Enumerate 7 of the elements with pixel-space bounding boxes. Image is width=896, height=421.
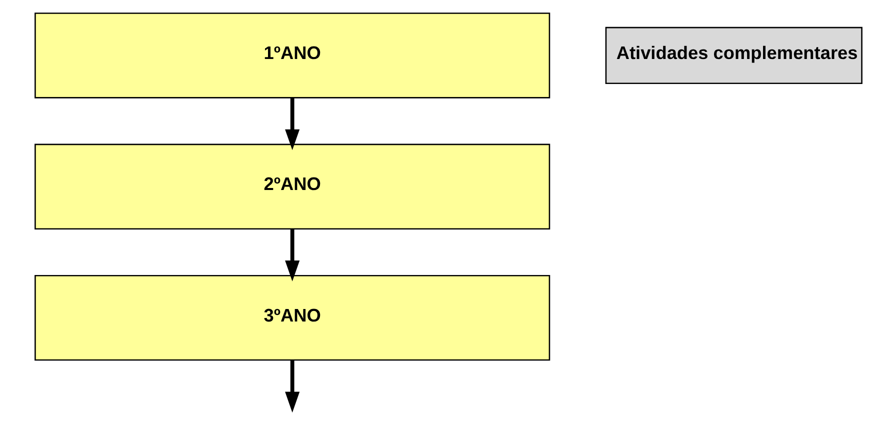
node-box: Atividades complementares bbox=[604, 26, 862, 84]
node-box: 1ºANO bbox=[34, 12, 550, 98]
node-box: 3ºANO bbox=[34, 274, 550, 361]
arrow bbox=[284, 360, 300, 413]
node-box: 2ºANO bbox=[34, 144, 550, 230]
arrow bbox=[284, 98, 300, 150]
arrow bbox=[284, 229, 300, 282]
